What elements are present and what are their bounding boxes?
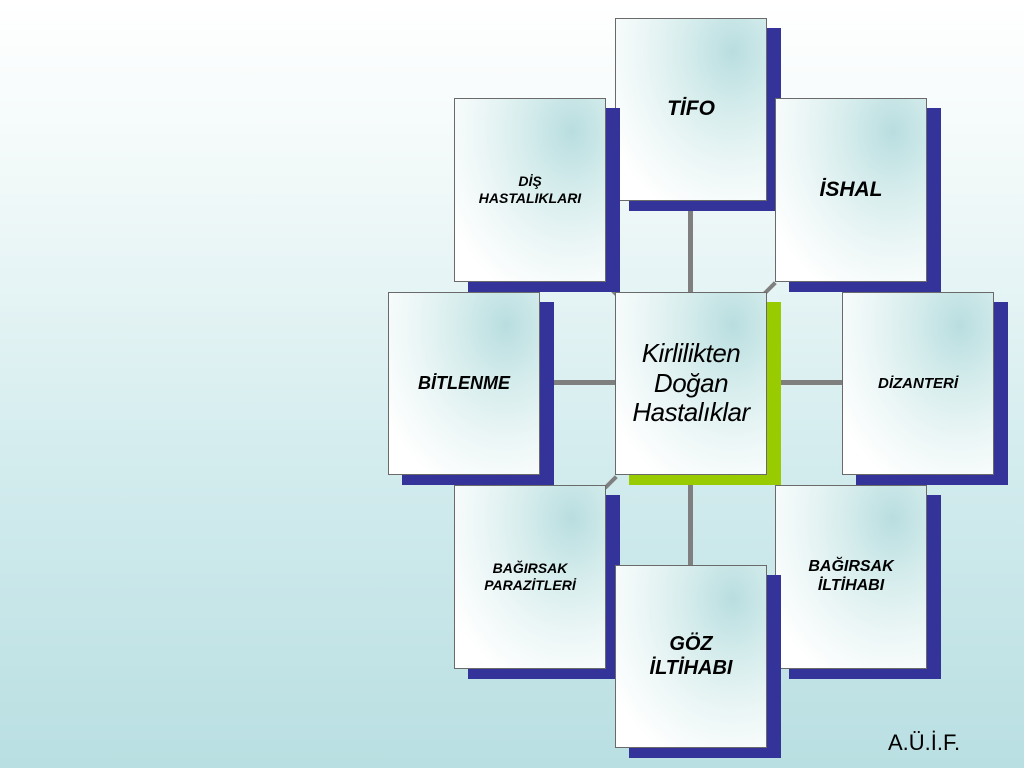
node-ishal: İSHAL [775, 98, 927, 282]
center-node-kirlilikten-dogan-hastaliklar: Kirlilikten Doğan Hastalıklar [615, 292, 767, 475]
connector-goz-iltihabi [688, 474, 693, 569]
node-bitlenme: BİTLENME [388, 292, 540, 475]
node-dizanteri: DİZANTERİ [842, 292, 994, 475]
node-dis-hastaliklari: DİŞ HASTALIKLARI [454, 98, 606, 282]
connector-dizanteri [766, 380, 844, 385]
node-tifo: TİFO [615, 18, 767, 201]
node-bagirsak-iltihabi: BAĞIRSAK İLTİHABI [775, 485, 927, 669]
connector-bitlenme [540, 380, 618, 385]
node-bagirsak-parazitleri: BAĞIRSAK PARAZİTLERİ [454, 485, 606, 669]
connector-tifo [688, 200, 693, 295]
node-goz-iltihabi: GÖZ İLTİHABI [615, 565, 767, 748]
footer-label: A.Ü.İ.F. [888, 730, 961, 755]
